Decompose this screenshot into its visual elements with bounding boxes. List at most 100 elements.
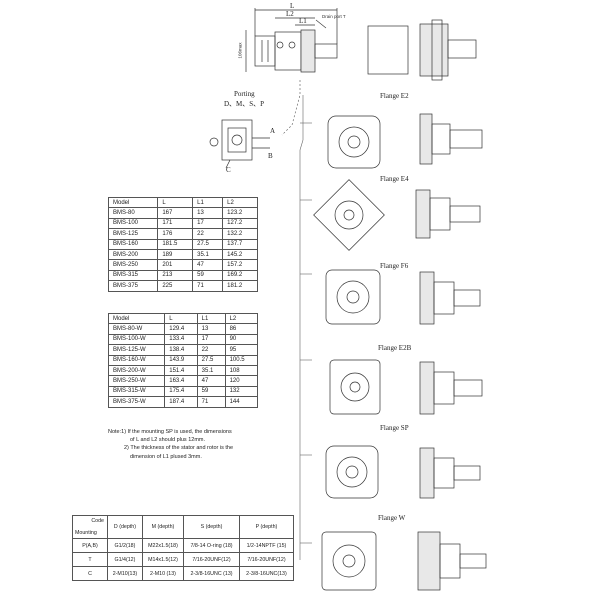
table-cell: 123.2 bbox=[222, 207, 258, 219]
table-cell: 13 bbox=[192, 207, 224, 219]
flange-e2-title: Flange E2 bbox=[380, 92, 409, 100]
note-line: 2) The thickness of the stator and rotor… bbox=[124, 445, 234, 452]
table-cell: 35.1 bbox=[192, 248, 224, 261]
table-cell: 17 bbox=[192, 217, 224, 230]
table-cell: 129.4 bbox=[164, 323, 198, 335]
table-cell: 7/16-20UNF(12) bbox=[238, 552, 295, 567]
porting-label-a: A bbox=[270, 127, 276, 135]
table-cell: 2-3/8-16UNC(13) bbox=[238, 566, 295, 581]
table-cell: 144 bbox=[224, 396, 259, 408]
table-cell: BMS-125 bbox=[107, 228, 159, 240]
table-header-row: Model L L1 L2 bbox=[107, 312, 259, 325]
table-cell: 71 bbox=[192, 280, 224, 292]
table-header-cell: Model bbox=[107, 312, 166, 325]
table-cell: BMS-80 bbox=[107, 207, 159, 219]
table-cell: BMS-100 bbox=[107, 217, 159, 230]
table-cell: 2-3/8-16UNC (13) bbox=[183, 566, 240, 581]
table-cell: 169.2 bbox=[222, 269, 258, 282]
table-header-cell: L1 bbox=[192, 196, 224, 209]
drain-port-label: Drain port T bbox=[322, 14, 346, 19]
table-cell: M22x1.5(18) bbox=[141, 538, 185, 553]
table-row: P(A,B)G1/2(18)M22x1.5(18)7/8-14 O-ring (… bbox=[72, 538, 295, 553]
table-cell: 132.2 bbox=[222, 228, 258, 240]
note-line: of L and L2 should plus 12mm. bbox=[130, 437, 206, 444]
table-cell: 90 bbox=[224, 333, 259, 346]
table-cell: 120 bbox=[224, 375, 259, 387]
table-cell: 100.5 bbox=[224, 354, 259, 366]
table-cell: G1/4(12) bbox=[107, 552, 143, 567]
table-cell: 189 bbox=[157, 248, 194, 261]
table-cell: BMS-315-W bbox=[107, 385, 166, 398]
notes-block: Note:1) If the mounting SP is used, the … bbox=[108, 428, 233, 461]
porting-label-b: B bbox=[268, 152, 273, 160]
porting-label-c: C bbox=[226, 166, 231, 174]
table-cell: BMS-160 bbox=[107, 238, 159, 250]
table-cell: 133.4 bbox=[164, 333, 198, 346]
table-cell: 95 bbox=[224, 344, 259, 356]
table-cell: BMS-375-W bbox=[107, 396, 166, 408]
table-cell: 71 bbox=[196, 396, 226, 408]
table-cell: 47 bbox=[196, 375, 226, 387]
table-cell: 138.4 bbox=[164, 344, 198, 356]
table-cell: 127.2 bbox=[222, 217, 258, 230]
table-cell: T bbox=[72, 552, 108, 567]
table-cell: P(A,B) bbox=[72, 538, 108, 553]
table-cell: 143.9 bbox=[164, 354, 198, 366]
corner-mounting-label: Mounting bbox=[75, 530, 97, 536]
flange-f6-title: Flange F6 bbox=[380, 262, 409, 270]
table-header-cell: Model bbox=[107, 196, 159, 209]
note-line: Note:1) If the mounting SP is used, the … bbox=[108, 429, 232, 435]
table-cell: 22 bbox=[196, 344, 226, 356]
table-corner-cell: Code Mounting bbox=[72, 515, 108, 539]
flange-sp-title: Flange SP bbox=[380, 424, 409, 432]
table-cell: 225 bbox=[157, 280, 194, 292]
table-cell: BMS-315 bbox=[107, 269, 159, 282]
table-cell: 2-M10 (13) bbox=[141, 566, 185, 581]
table-cell: BMS-125-W bbox=[107, 344, 166, 356]
table-cell: 13 bbox=[196, 323, 226, 335]
table-cell: 213 bbox=[157, 269, 194, 282]
porting-title: Porting bbox=[234, 90, 255, 98]
table-header-row: Code Mounting D (depth) M (depth) S (dep… bbox=[72, 515, 295, 539]
table-cell: BMS-250-W bbox=[107, 375, 166, 387]
table-cell: 22 bbox=[192, 228, 224, 240]
table-cell: BMS-375 bbox=[107, 280, 159, 292]
table-cell: 7/8-14 O-ring (18) bbox=[183, 538, 240, 553]
dim-L1: L1 bbox=[299, 17, 307, 25]
table-cell: 163.4 bbox=[164, 375, 198, 387]
table-cell: 176 bbox=[157, 228, 194, 240]
table-cell: BMS-200 bbox=[107, 248, 159, 261]
table-cell: BMS-160-W bbox=[107, 354, 166, 366]
note-line: dimension of L1 plused 3mm. bbox=[130, 453, 202, 460]
table-cell: 151.4 bbox=[164, 364, 198, 377]
table-cell: G1/2(18) bbox=[107, 538, 143, 553]
table-header-cell: L bbox=[157, 196, 194, 209]
table-cell: 7/16-20UNF(12) bbox=[183, 552, 240, 567]
table-cell: 157.2 bbox=[222, 259, 258, 271]
dim-L2: L2 bbox=[286, 10, 294, 18]
table-header-cell: D (depth) bbox=[107, 515, 143, 539]
dim-L: L bbox=[290, 2, 295, 10]
table-cell: 171 bbox=[157, 217, 194, 230]
table-cell: 17 bbox=[196, 333, 226, 346]
flange-e2b-title: Flange E2B bbox=[378, 344, 412, 352]
table-header-cell: S (depth) bbox=[183, 515, 240, 539]
porting-types: D、M、S、P bbox=[224, 100, 265, 108]
table-cell: BMS-80-W bbox=[107, 323, 166, 335]
